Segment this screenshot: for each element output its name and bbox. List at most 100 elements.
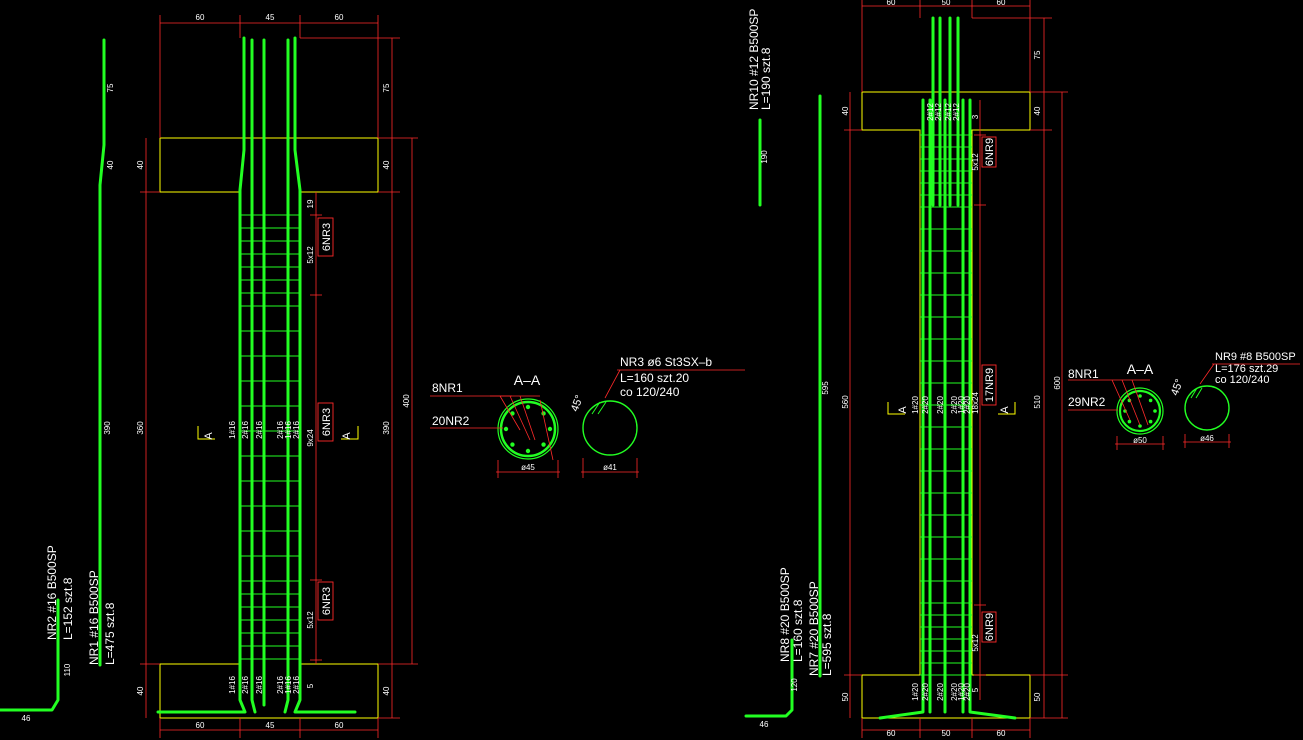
left-bot-bar-label-2: 2#16: [241, 676, 250, 694]
left-section-marker-right: A: [341, 426, 359, 440]
left-zone-dim-4: 5x12: [306, 611, 315, 629]
left-bot-bar-label-1: 1#16: [228, 676, 237, 694]
left-right-total: 400: [402, 394, 411, 408]
section-bar-dot: [1148, 398, 1153, 403]
right-stirrup-line1: NR9 #8 B500SP: [1215, 351, 1296, 363]
right-mid-bar-label-3: 2#20: [936, 396, 945, 414]
left-top-dim-3: 60: [335, 13, 344, 22]
right-bot-bar-label-4: 2#20: [950, 683, 959, 701]
right-section-diameter: ø50: [1133, 436, 1147, 445]
nr1-label-line1: NR1 #16 B500SP: [87, 570, 101, 665]
section-bar-dot: [1153, 409, 1157, 413]
left-zone-dim-2: 5x12: [306, 246, 315, 264]
right-left-dim-1: 40: [841, 106, 850, 115]
left-bar-labels-mid: 1#16 2#16 2#16 2#16 1#16 2#16: [228, 421, 301, 439]
left-left-dim-1: 40: [136, 160, 145, 169]
right-stirrup-line3: co 120/240: [1215, 374, 1269, 386]
right-elevation: 60 50 60 60 50 60 75 40 510 50 600: [841, 0, 1068, 738]
svg-text:A: A: [203, 432, 215, 440]
nr10-label-line2: L=190 szt.8: [759, 47, 773, 110]
left-stirrup-zone-dimensions: 19 5x12 9x24 5x12 5: [306, 192, 322, 688]
left-top-dim-2: 45: [266, 13, 275, 22]
left-right-dim-1: 75: [382, 83, 391, 92]
right-stirrup-zone-dimensions: 3 5x12 18x24 5x12 5: [971, 100, 986, 700]
bar-nr2-schedule: 110 46 NR2 #16 B500SP L=152 szt.8: [0, 545, 75, 723]
left-bot-bar-label-3: 2#16: [255, 676, 264, 694]
right-mid-bar-label-5: 1#20: [957, 396, 966, 414]
right-mid-bar-label-1: 1#20: [911, 396, 920, 414]
left-right-dimensions: 75 40 390 40 400: [300, 37, 418, 719]
svg-text:A: A: [999, 406, 1011, 414]
left-bot-bar-label-4: 2#16: [276, 676, 285, 694]
section-bar-dot: [525, 404, 531, 410]
right-bottom-dim-3: 60: [997, 729, 1006, 738]
right-top-bar-labels: 2#12 2#12 2#12 2#12: [926, 103, 961, 121]
right-zone-dim-3: 18x24: [971, 392, 980, 414]
left-top-dimensions: 60 45 60: [159, 13, 379, 138]
left-bot-bar-label-5: 1#16: [284, 676, 293, 694]
left-stirrup-diameter: ø41: [603, 463, 617, 472]
section-bar-dot: [1148, 419, 1153, 424]
bar-nr10-schedule: 190 NR10 #12 B500SP L=190 szt.8: [747, 9, 773, 207]
nr1-dim-2: 40: [106, 160, 115, 169]
svg-text:A: A: [341, 432, 353, 440]
section-bar-dot: [1127, 419, 1132, 424]
right-bot-bar-label-5: 1#20: [957, 683, 966, 701]
right-top-bar-label-3: 2#12: [944, 103, 953, 121]
right-zone-dim-4: 5x12: [971, 634, 980, 652]
right-section-aa: A–A 8NR1 29NR2 ø50: [1068, 361, 1165, 450]
bar-nr8-schedule: 120 46 NR8 #20 B500SP L=160 szt.8: [744, 567, 805, 729]
left-zone-dim-3: 9x24: [306, 429, 315, 447]
left-stirrups: [240, 214, 300, 660]
svg-text:A: A: [897, 406, 909, 414]
section-bar-dot: [510, 442, 515, 447]
section-bar-dot: [541, 442, 546, 447]
right-section-marker-right: A: [998, 402, 1016, 415]
nr8-dim-1: 120: [790, 678, 799, 692]
nr2-dim-1: 110: [63, 663, 72, 676]
right-right-dim-3: 510: [1033, 395, 1042, 409]
section-bar-dot: [525, 448, 531, 454]
right-bot-bar-label-6: 2#20: [963, 683, 972, 701]
left-stirrup-tag-3: 6NR3: [321, 587, 333, 615]
right-top-dim-1: 60: [887, 0, 896, 7]
right-right-dim-1: 75: [1033, 50, 1042, 59]
right-bot-bar-label-3: 2#20: [936, 683, 945, 701]
right-top-bar-label-4: 2#12: [952, 103, 961, 121]
nr2-label-line1: NR2 #16 B500SP: [45, 545, 59, 640]
right-right-total: 600: [1053, 376, 1062, 390]
right-left-dimensions: 40 560 50: [841, 92, 862, 718]
right-bottom-dim-2: 50: [942, 729, 951, 738]
right-bottom-dimensions: 60 50 60: [861, 718, 1031, 738]
right-right-dim-4: 50: [1033, 692, 1042, 701]
left-top-dim-1: 60: [196, 13, 205, 22]
left-section-label-bot: 20NR2: [432, 414, 470, 428]
right-top-dim-3: 60: [997, 0, 1006, 7]
right-mid-bar-label-2: 2#20: [921, 396, 930, 414]
left-mid-bar-label-6: 2#16: [292, 421, 301, 439]
nr10-dim: 190: [760, 150, 769, 164]
section-bar-dot: [1138, 424, 1142, 428]
left-section-bars: [503, 404, 553, 454]
right-right-dim-2: 40: [1033, 106, 1042, 115]
right-section-label-top: 8NR1: [1068, 367, 1099, 381]
left-bottom-dim-1: 60: [196, 721, 205, 730]
nr2-label-line2: L=152 szt.8: [61, 577, 75, 640]
right-stirrup-angle: 45°: [1169, 378, 1186, 398]
section-bar-dot: [547, 426, 553, 432]
section-bar-dot: [1138, 394, 1142, 398]
left-left-dim-2: 360: [136, 421, 145, 435]
right-zone-dim-1: 3: [971, 114, 980, 119]
left-elevation: 60 45 60 60 45 60 75 40 390 40: [136, 13, 418, 738]
nr8-label-line1: NR8 #20 B500SP: [778, 567, 792, 662]
nr1-label-line2: L=475 szt.8: [103, 602, 117, 665]
left-stirrup-detail: 45° ø41 NR3 ø6 St3SX–b L=160 szt.20 co 1…: [569, 355, 745, 478]
bar-nr1-schedule: 75 40 390 NR1 #16 B500SP L=475 szt.8: [87, 38, 117, 667]
left-bottom-dim-3: 60: [335, 721, 344, 730]
left-bottom-dimensions: 60 45 60: [159, 718, 379, 738]
right-section-label-bot: 29NR2: [1068, 395, 1106, 409]
right-mid-bar-labels: 1#20 2#20 2#20 2#20 1#20 2#20: [911, 396, 972, 414]
left-section-aa: A–A 8NR1 20NR2 ø45: [430, 372, 560, 478]
left-zone-dim-5: 5: [306, 683, 315, 688]
left-mid-bar-label-2: 2#16: [241, 421, 250, 439]
